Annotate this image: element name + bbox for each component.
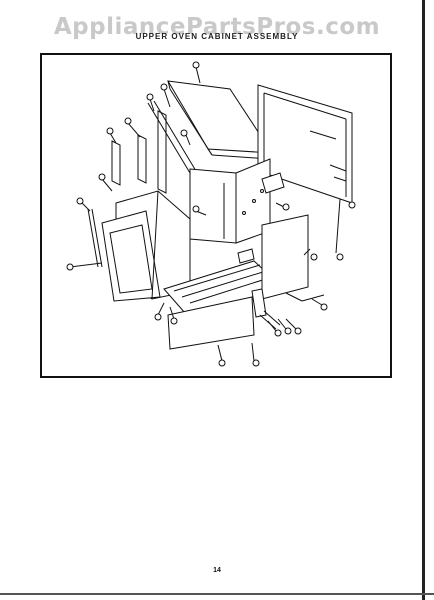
page-number: 14 <box>213 567 221 574</box>
page-edge-bottom <box>0 593 434 595</box>
hardware <box>237 172 285 330</box>
side-panel <box>261 214 325 302</box>
watermark: AppliancePartsPros.com <box>53 14 381 40</box>
cabinet-box <box>189 158 271 244</box>
page-edge-right <box>422 0 425 600</box>
front-frame <box>87 190 191 302</box>
top-panel <box>167 80 273 160</box>
diagram-title: UPPER OVEN CABINET ASSEMBLY <box>135 32 299 41</box>
callouts <box>66 61 356 367</box>
side-rails <box>111 100 197 194</box>
back-panel <box>257 84 353 204</box>
exploded-view-diagram <box>66 61 356 367</box>
diagram-frame <box>40 53 392 378</box>
